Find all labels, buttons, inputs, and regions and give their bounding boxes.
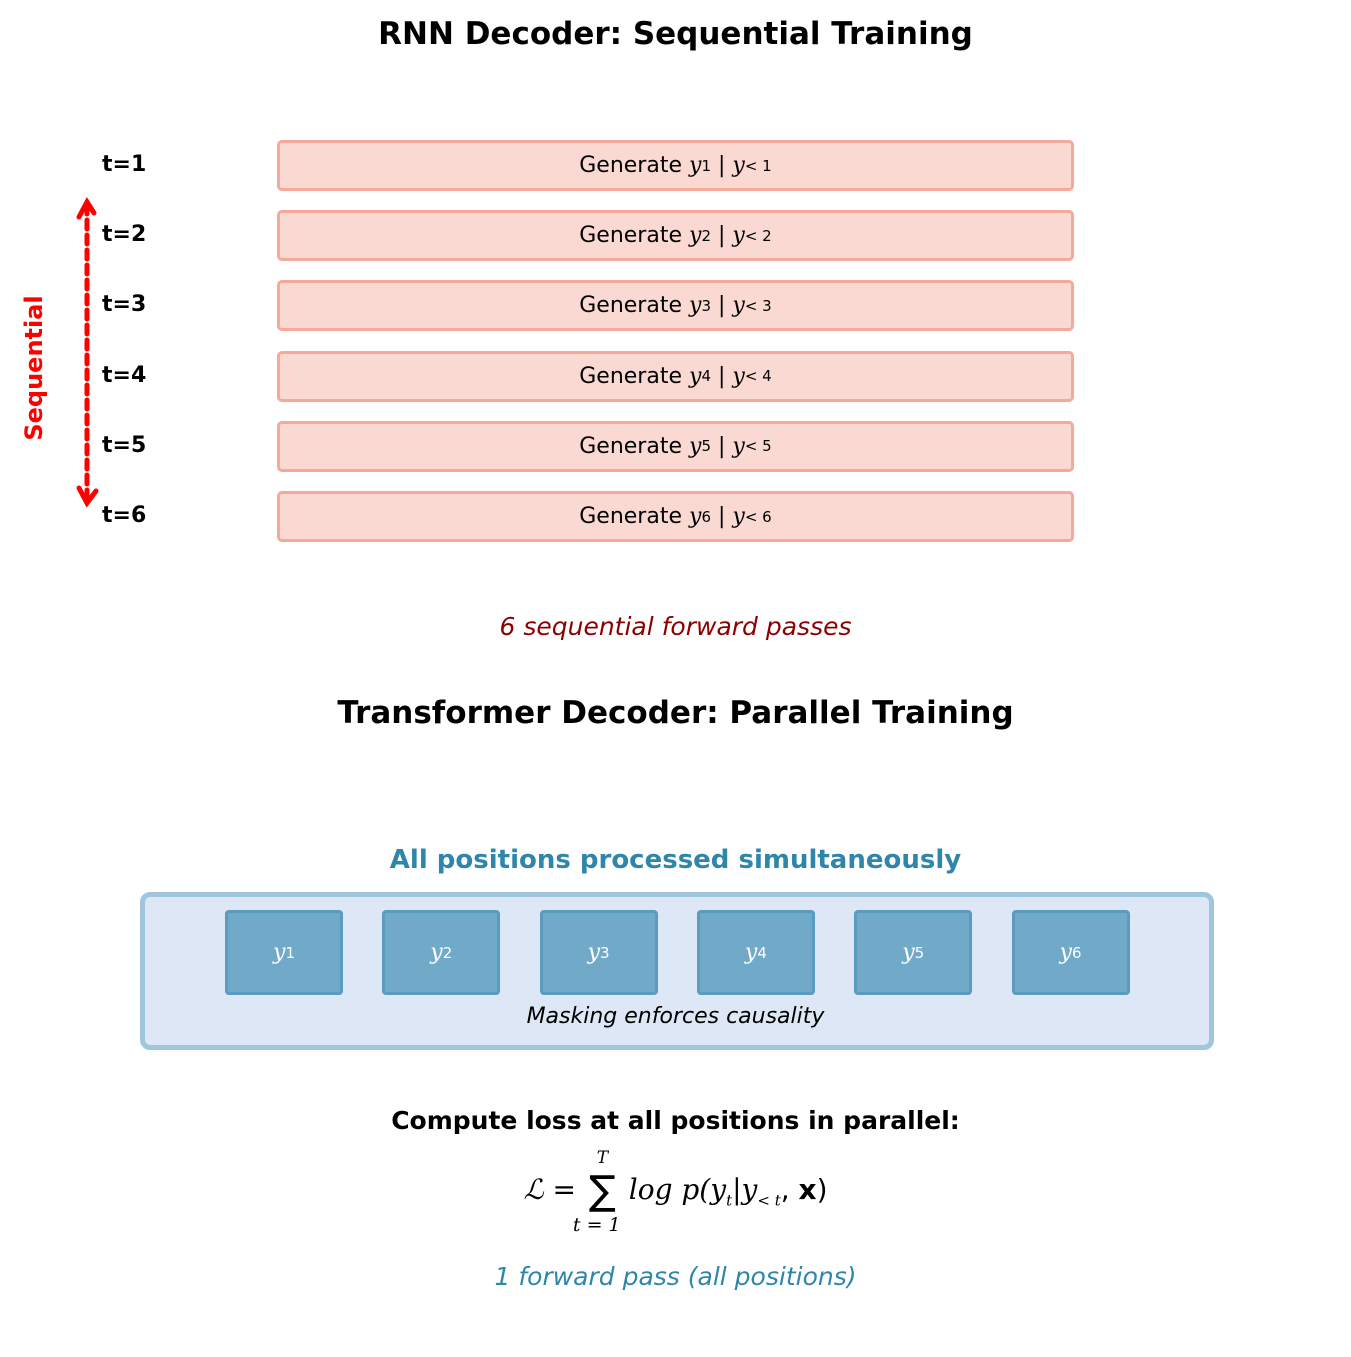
loss-heading: Compute loss at all positions in paralle… [391,1106,960,1135]
step-bar: | [717,153,726,178]
time-step-label: t=1 [102,152,147,177]
step-context-sub: < 5 [744,437,772,456]
step-bar: | [717,363,726,389]
transformer-title: Transformer Decoder: Parallel Training [337,695,1014,731]
step-y: y [689,363,702,389]
token-y: y [430,940,443,965]
step-y: y [689,504,702,529]
step-sub: 1 [701,156,711,175]
step-prefix: Generate [579,293,682,319]
step-context-sub: < 6 [744,507,772,526]
step-prefix: Generate [579,363,682,389]
step-bar: | [717,223,726,249]
token-y: y [587,940,601,965]
token-sub: 6 [1071,943,1082,962]
step-prefix: Generate [579,504,682,529]
step-y: y [689,433,702,459]
sum-lower: t = 1 [572,1214,621,1236]
step-sub: 6 [701,507,711,526]
token-y: y [1059,940,1072,965]
time-step-label: t=4 [102,362,147,388]
step-prefix: Generate [579,433,682,459]
formula-sub-t: t [726,1191,733,1210]
loss-formula: ℒ = T ∑ t = 1 log p(yt|y< t, x) [0,1148,1351,1236]
sequential-double-arrow [76,197,99,508]
step-bar: | [717,504,726,529]
formula-lhs: ℒ = [523,1173,576,1206]
token-sub: 3 [600,943,610,962]
step-prefix: Generate [579,153,682,178]
time-step-label: t=3 [102,292,147,318]
formula-mid: |y [732,1173,758,1206]
step-context-sub: < 4 [744,367,772,386]
formula-comma: , [780,1173,799,1206]
step-context-sub: < 3 [744,296,772,315]
sum-upper: T [596,1148,609,1168]
token-sub: 5 [914,943,925,962]
step-sub: 5 [701,437,711,456]
time-step-label: t=2 [102,222,147,248]
step-sub: 4 [701,367,711,386]
time-step-label: t=6 [102,503,147,528]
step-context-y: y [732,293,745,319]
step-context-sub: < 1 [744,156,772,175]
step-sub: 2 [701,226,711,245]
step-bar: | [717,433,726,459]
step-context-y: y [732,504,745,529]
transformer-caption: 1 forward pass (all positions) [494,1262,857,1291]
sequential-label: Sequential [20,295,48,441]
step-y: y [689,293,702,319]
rnn-caption: 6 sequential forward passes [499,612,852,641]
masking-label: Masking enforces causality [526,1004,825,1029]
step-context-y: y [732,153,745,178]
token-sub: 2 [442,943,453,962]
formula-close: ) [816,1173,828,1206]
step-y: y [689,223,702,249]
rnn-title: RNN Decoder: Sequential Training [378,16,973,52]
time-step-label: t=5 [102,432,147,458]
sum-operator: T ∑ t = 1 [573,1148,621,1236]
token-sub: 1 [285,943,295,962]
step-context-y: y [732,223,745,249]
step-y: y [689,153,702,178]
step-context-y: y [732,433,745,459]
token-sub: 4 [757,943,767,962]
parallel-label: All positions processed simultaneously [389,845,962,875]
sum-symbol: ∑ [588,1168,616,1214]
formula-x: x [798,1173,817,1206]
step-sub: 3 [701,296,711,315]
formula-sub-lt: < t [757,1191,781,1210]
token-y: y [273,940,286,965]
step-context-y: y [732,363,745,389]
token-y: y [744,940,758,965]
step-bar: | [717,293,726,319]
formula-body: log p(y [628,1173,727,1206]
token-y: y [902,940,915,965]
step-prefix: Generate [579,223,682,249]
step-context-sub: < 2 [744,226,772,245]
